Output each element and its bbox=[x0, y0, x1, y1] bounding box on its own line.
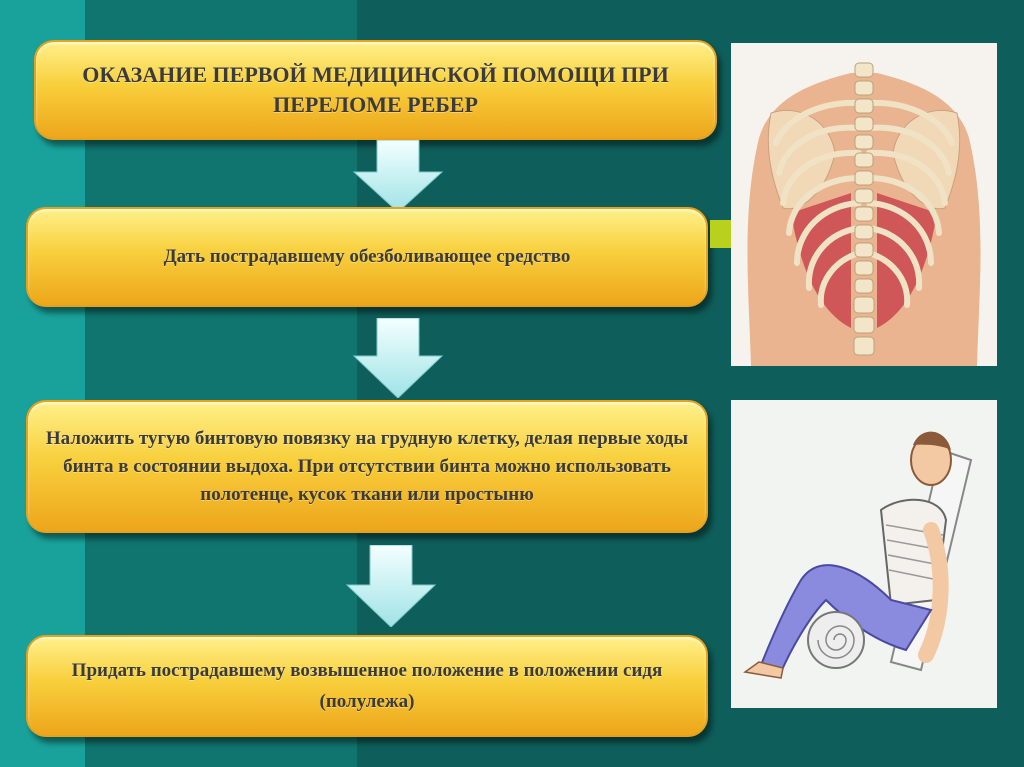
step-2-text: Наложить тугую бинтовую повязку на грудн… bbox=[45, 427, 689, 505]
spine-icon bbox=[747, 62, 981, 366]
bandaged-patient-icon bbox=[743, 431, 973, 679]
step-3-box: Придать пострадавшему возвышенное положе… bbox=[26, 635, 708, 737]
down-arrow-icon bbox=[352, 318, 444, 398]
spine-ribs-illustration bbox=[731, 43, 997, 366]
down-arrow-icon bbox=[352, 140, 444, 212]
step-1-text: Дать пострадавшему обезболивающее средст… bbox=[163, 246, 571, 267]
patient-illustration bbox=[731, 400, 997, 708]
connector-bar bbox=[710, 220, 732, 248]
step-3-text: Придать пострадавшему возвышенное положе… bbox=[71, 660, 663, 712]
title-box: ОКАЗАНИЕ ПЕРВОЙ МЕДИЦИНСКОЙ ПОМОЩИ ПРИ П… bbox=[34, 40, 717, 140]
slide-title: ОКАЗАНИЕ ПЕРВОЙ МЕДИЦИНСКОЙ ПОМОЩИ ПРИ П… bbox=[82, 62, 669, 117]
step-2-box: Наложить тугую бинтовую повязку на грудн… bbox=[26, 400, 708, 533]
down-arrow-icon bbox=[345, 545, 437, 627]
step-1-box: Дать пострадавшему обезболивающее средст… bbox=[26, 207, 708, 307]
